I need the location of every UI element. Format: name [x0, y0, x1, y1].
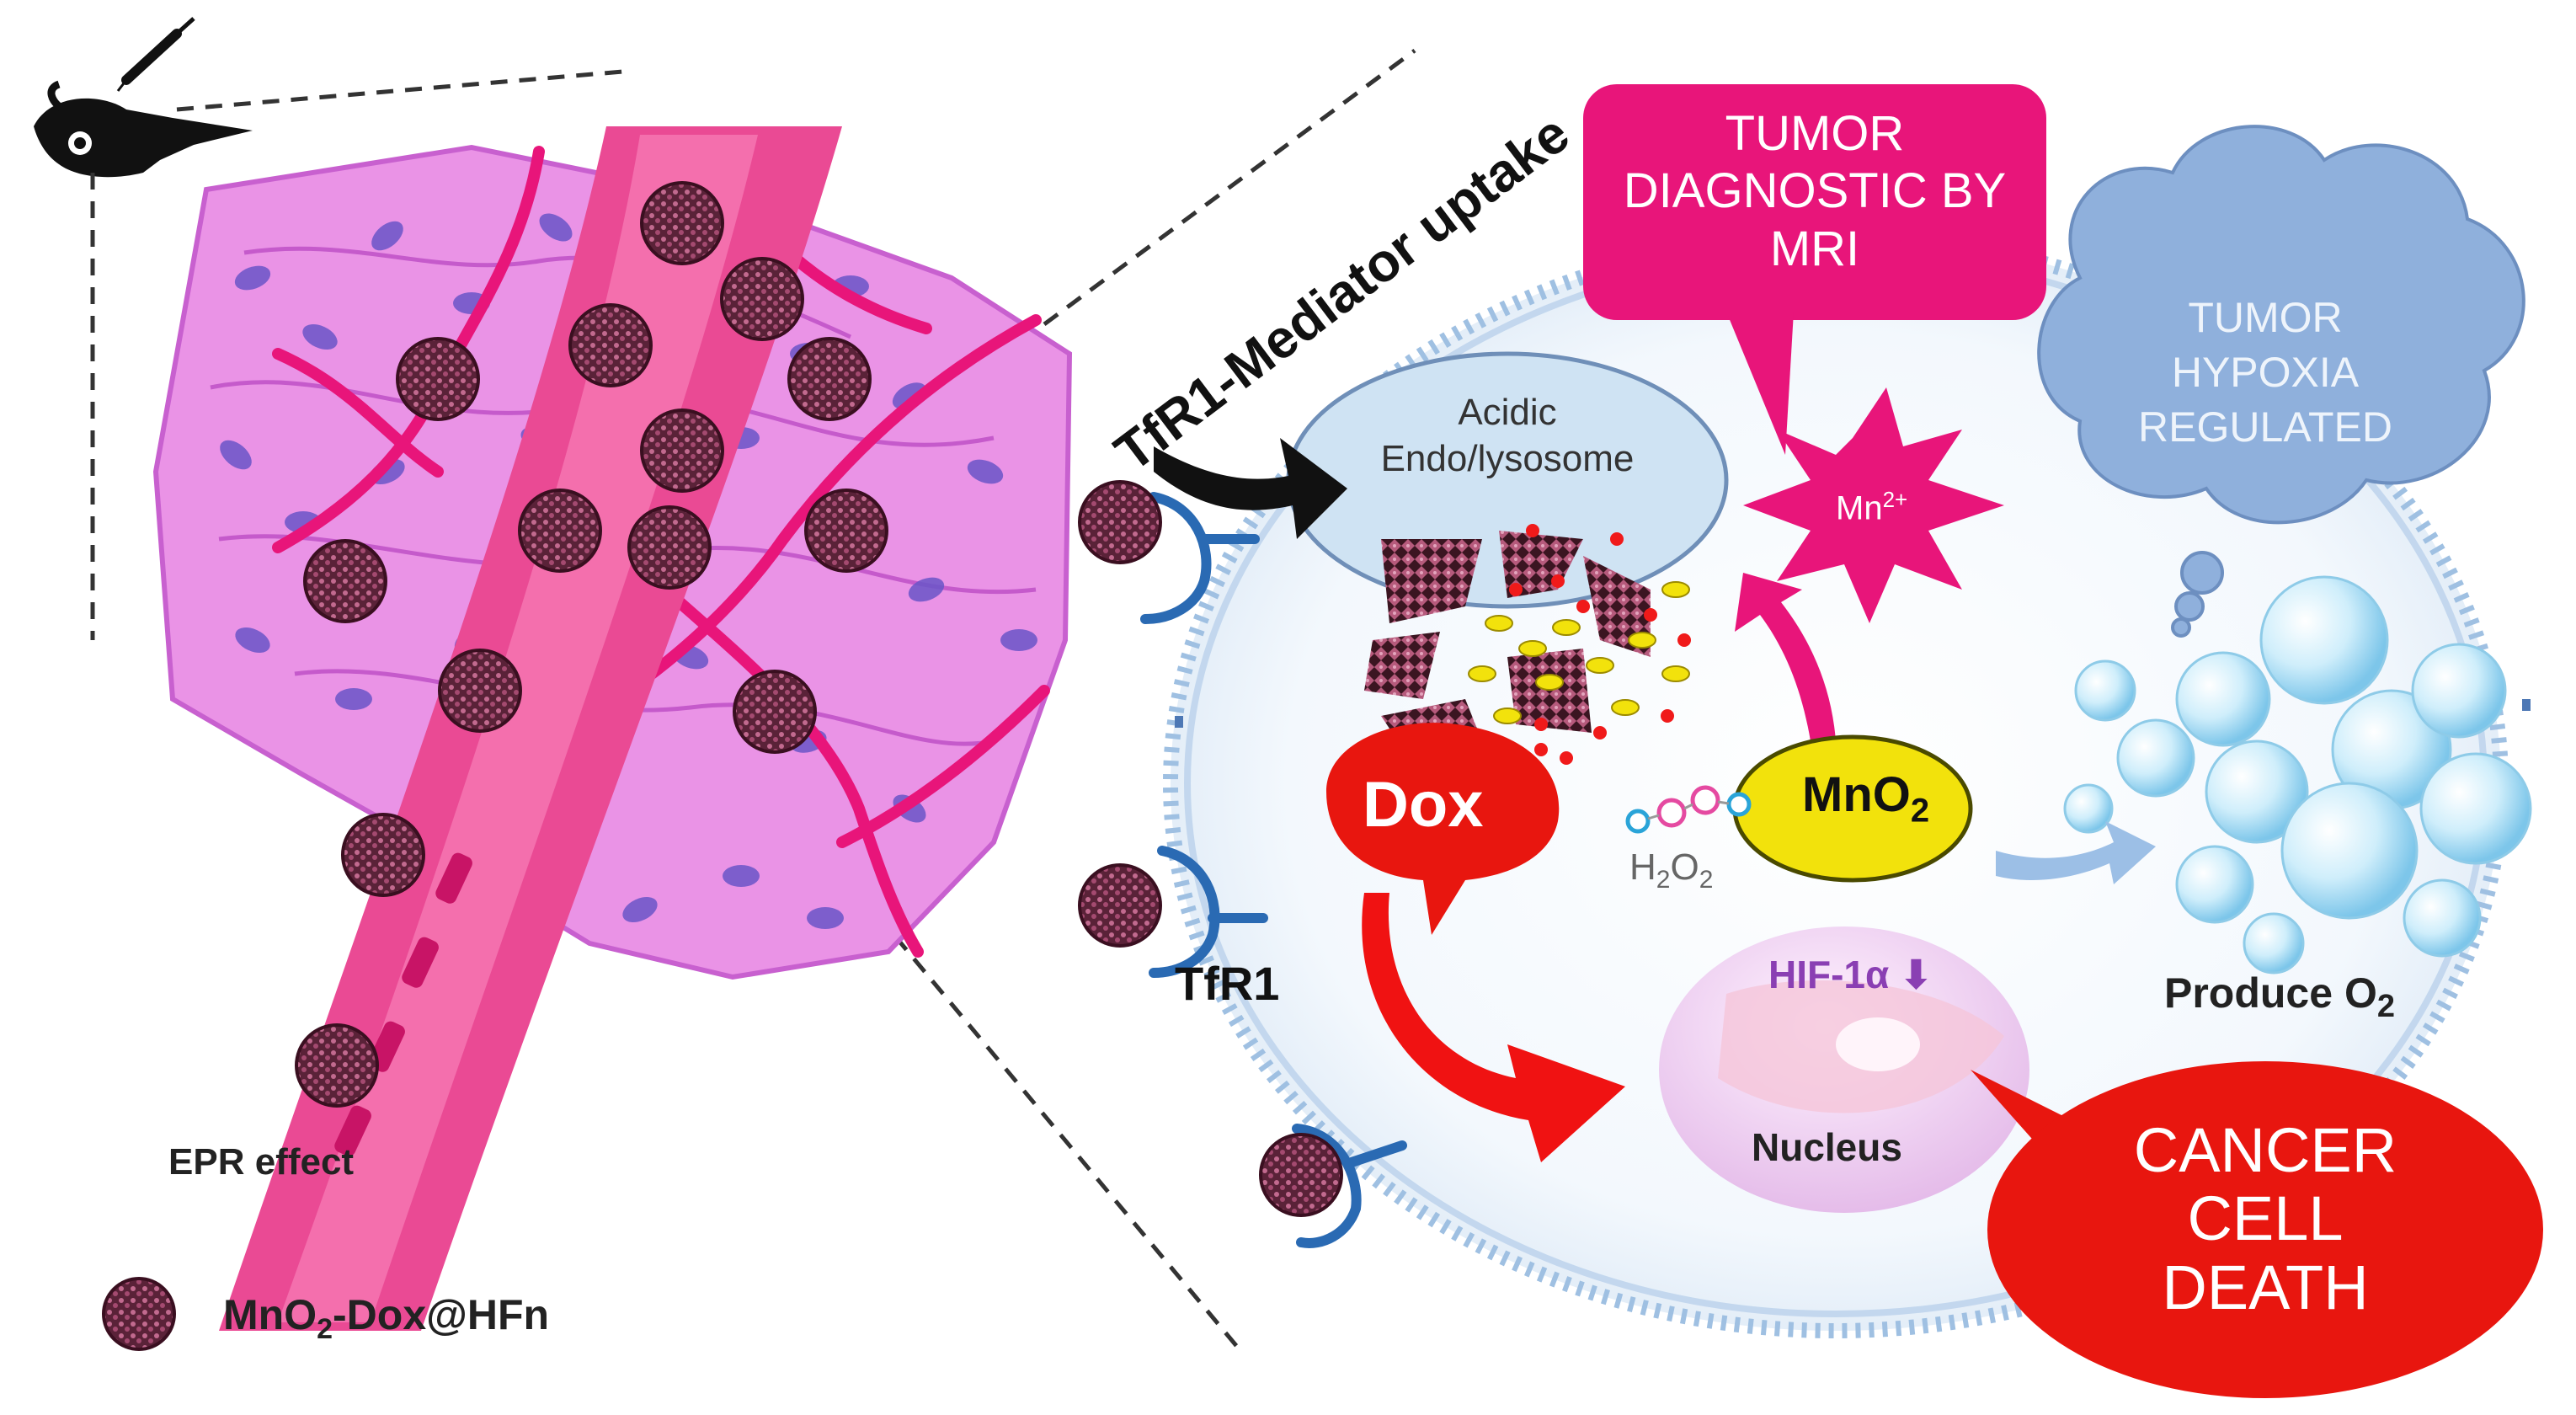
- mri-line-1: TUMOR: [1725, 106, 1905, 161]
- mn-ion-charge: 2+: [1882, 487, 1908, 512]
- mri-line-2: DIAGNOSTIC BY: [1623, 163, 2007, 219]
- produce-subscript: 2: [2376, 989, 2395, 1024]
- hypoxia-line-1: TUMOR: [2188, 294, 2343, 341]
- uptake-arrow-icon: [1154, 438, 1347, 539]
- blue-arrow-icon: [1996, 821, 2156, 884]
- hypoxia-cloud: [2037, 125, 2525, 638]
- mri-label: TUMOR DIAGNOSTIC BY MRI: [1583, 105, 2046, 278]
- nucleus: [1659, 926, 2029, 1213]
- mri-line-3: MRI: [1769, 221, 1860, 276]
- nanoparticle-icon: [295, 181, 888, 1108]
- mn-ion-label: Mn2+: [1836, 487, 1907, 527]
- hypoxia-line-2: HYPOXIA: [2171, 349, 2360, 396]
- death-line-2: CELL: [2187, 1183, 2344, 1254]
- produce-text: Produce O: [2164, 969, 2377, 1017]
- h2o2-sub-1: 2: [1656, 865, 1671, 894]
- h2o2-sub-2: 2: [1699, 865, 1714, 894]
- mno2-text: MnO: [1802, 767, 1911, 822]
- h2o2-chain-icon: [1625, 785, 1752, 834]
- epr-label: EPR effect: [168, 1141, 355, 1183]
- nucleus-label: Nucleus: [1752, 1125, 1902, 1169]
- death-bubble: [1971, 1061, 2543, 1398]
- hypoxia-label: TUMOR HYPOXIA REGULATED: [2088, 291, 2442, 455]
- dox-label: Dox: [1363, 769, 1484, 841]
- dox-bubble: [1326, 723, 1560, 935]
- mn-burst-icon: [1743, 387, 2004, 623]
- endo-line-1: Acidic: [1458, 392, 1557, 433]
- mno2-label: MnO2: [1802, 766, 1929, 830]
- hif-text: HIF-1α: [1768, 953, 1890, 996]
- legend-label: MnO2-Dox@HFn: [223, 1290, 549, 1346]
- mouse-syringe-icon: [34, 17, 253, 178]
- legend-subscript: 2: [317, 1313, 333, 1345]
- mn-ions: [1509, 524, 1691, 765]
- h2o2-h: H: [1629, 846, 1656, 888]
- oxygen-bubble-icon: [2063, 575, 2532, 974]
- receptor-icon: [1140, 492, 1407, 1248]
- mn-ion-text: Mn: [1836, 489, 1883, 527]
- zoom-lines: [90, 48, 1416, 1349]
- dox-arrow-icon: [1362, 893, 1625, 1162]
- hypoxia-line-3: REGULATED: [2138, 403, 2392, 451]
- h2o2-o: O: [1670, 846, 1699, 888]
- down-arrow-icon: ⬇: [1900, 953, 1933, 996]
- death-line-1: CANCER: [2133, 1115, 2397, 1185]
- death-label: CANCER CELL DEATH: [2013, 1116, 2518, 1322]
- endolysosome-label: Acidic Endo/lysosome: [1331, 389, 1684, 482]
- h2o2-label: H2O2: [1629, 846, 1713, 894]
- produce-o2-label: Produce O2: [2164, 969, 2395, 1025]
- dox-molecules: [1468, 581, 1690, 724]
- endo-line-2: Endo/lysosome: [1380, 438, 1635, 479]
- legend-text-b: -Dox@HFn: [333, 1291, 550, 1338]
- pink-arrow-icon: [1735, 573, 1836, 741]
- tfr1-label: TfR1: [1175, 957, 1280, 1010]
- legend-text-a: MnO: [223, 1291, 317, 1338]
- death-line-3: DEATH: [2162, 1252, 2369, 1322]
- hif-label: HIF-1α ⬇: [1768, 952, 1933, 997]
- mri-callout: [1583, 84, 2046, 455]
- mno2-subscript: 2: [1910, 792, 1930, 830]
- nanoparticle-icon: [102, 480, 1343, 1351]
